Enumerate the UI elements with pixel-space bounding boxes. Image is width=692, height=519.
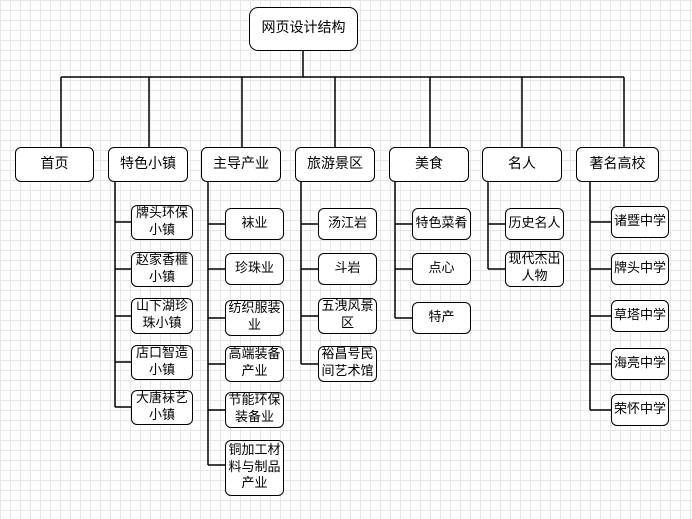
town-node-zhaojia[interactable]: 赵家香榧小镇 [131, 252, 193, 287]
school-node-hailiang[interactable]: 海亮中学 [611, 348, 669, 380]
school-node-zhuji[interactable]: 诸暨中学 [611, 206, 669, 238]
industry-node-pearl[interactable]: 珍珠业 [225, 253, 284, 285]
scenic-node-wuxie[interactable]: 五洩风景区 [318, 298, 377, 334]
food-node-specialties[interactable]: 特产 [412, 302, 471, 334]
scenic-node-tangjiangyan[interactable]: 汤江岩 [318, 208, 377, 240]
category-home[interactable]: 首页 [15, 147, 94, 182]
town-node-datang[interactable]: 大唐袜艺小镇 [131, 390, 193, 425]
food-node-dishes[interactable]: 特色菜肴 [412, 208, 471, 240]
scenic-node-douyan[interactable]: 斗岩 [318, 253, 377, 285]
category-food[interactable]: 美食 [389, 147, 469, 182]
school-node-caota[interactable]: 草塔中学 [611, 300, 669, 332]
category-leading-industries[interactable]: 主导产业 [201, 147, 281, 182]
town-node-paitou[interactable]: 牌头环保小镇 [131, 205, 193, 240]
food-node-snacks[interactable]: 点心 [412, 253, 471, 285]
industry-node-textile[interactable]: 纺织服装业 [225, 300, 284, 336]
category-featured-towns[interactable]: 特色小镇 [108, 147, 188, 182]
school-node-paitou[interactable]: 牌头中学 [611, 253, 669, 285]
root-node[interactable]: 网页设计结构 [249, 7, 358, 51]
scenic-node-yuchanghao[interactable]: 裕昌号民间艺术馆 [318, 346, 377, 382]
industry-node-socks[interactable]: 袜业 [225, 208, 284, 240]
industry-node-equipment[interactable]: 高端装备产业 [225, 346, 284, 382]
town-node-diankou[interactable]: 店口智造小镇 [131, 345, 193, 380]
industry-node-copper[interactable]: 铜加工材料与制品产业 [225, 440, 284, 496]
category-celebrities[interactable]: 名人 [482, 147, 562, 182]
school-node-ronghuai[interactable]: 荣怀中学 [611, 394, 669, 426]
celebrity-node-modern[interactable]: 现代杰出人物 [505, 251, 564, 287]
celebrity-node-historical[interactable]: 历史名人 [505, 208, 564, 240]
town-node-shanxiahu[interactable]: 山下湖珍珠小镇 [131, 298, 193, 334]
category-scenic-spots[interactable]: 旅游景区 [295, 147, 375, 182]
category-famous-schools[interactable]: 著名高校 [576, 147, 659, 182]
industry-node-energy[interactable]: 节能环保装备业 [225, 392, 284, 428]
